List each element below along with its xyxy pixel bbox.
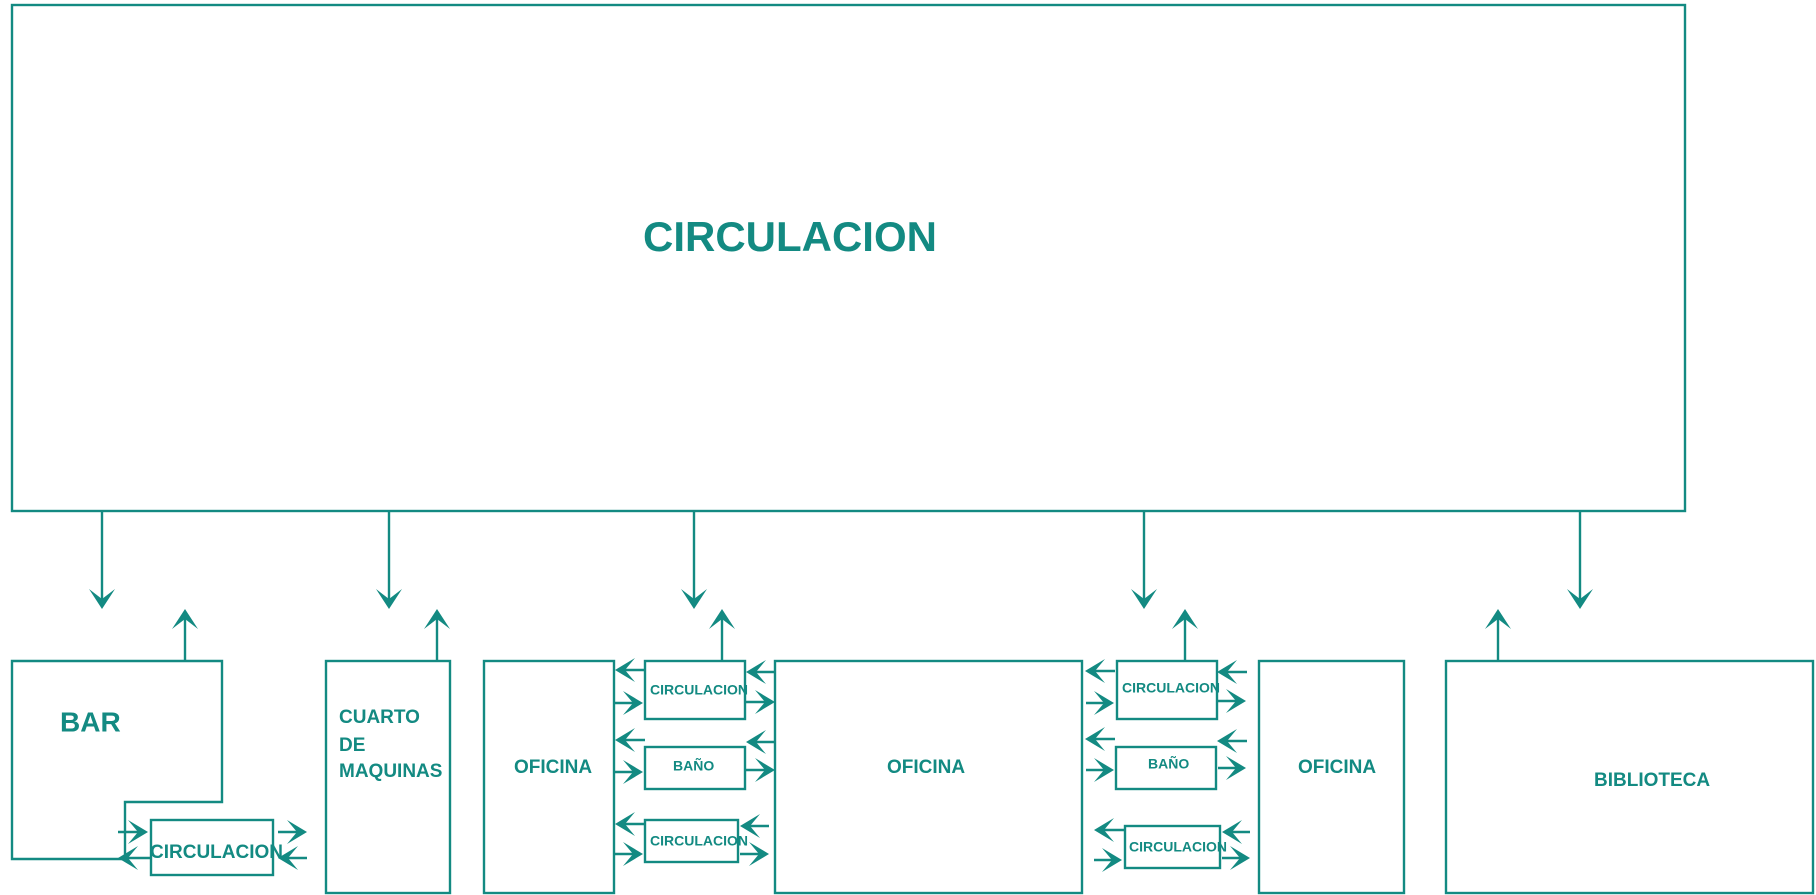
arrow-left-circulation-to-main-head (709, 609, 735, 629)
arrow-bar-circulation-in-head (278, 846, 298, 870)
office-right-room (1257, 659, 1406, 895)
arrow-left-bath-to-center-head (755, 758, 775, 782)
arrow-main-to-machine-room-head (376, 589, 402, 609)
arrow-main-to-right-offices-head (1131, 589, 1157, 609)
arrow-office-left-to-left-top-head (623, 691, 643, 715)
arrow-office-left-to-left-bath-head (623, 760, 643, 784)
library-room (1444, 659, 1815, 895)
arrow-main-to-bar-head (89, 589, 115, 609)
right-circulation-top-box (1115, 659, 1219, 721)
machine-room-label-line-3: MAQUINAS (339, 761, 442, 782)
bar-label: BAR (60, 706, 121, 737)
arrow-office-right-to-right-bottom-head (1222, 820, 1242, 844)
arrow-office-left-to-left-bottom-head (623, 842, 643, 866)
arrow-center-to-right-bath-head (1094, 758, 1114, 782)
arrow-left-bath-to-office-left-head (615, 728, 635, 752)
office-left-label: OFICINA (514, 757, 592, 778)
library-label: BIBLIOTECA (1594, 770, 1710, 791)
right-circulation-bottom-box (1123, 824, 1222, 870)
arrow-center-to-right-bottom-head (1102, 848, 1122, 872)
bar-room (10, 659, 224, 861)
arrow-bar-to-main-head (172, 609, 198, 629)
arrow-library-to-main-head (1485, 609, 1511, 629)
arrow-bar-into-circulation-head (128, 820, 148, 844)
office-center-room (773, 659, 1084, 895)
arrow-main-to-left-offices-head (681, 589, 707, 609)
right-bath-box (1114, 745, 1218, 791)
arrow-right-bath-to-center-head (1085, 727, 1105, 751)
right-circulation-top-label: CIRCULACION (1122, 680, 1220, 696)
arrow-center-to-right-top-head (1094, 691, 1114, 715)
left-circulation-top-box (643, 659, 747, 721)
arrow-right-bath-to-office-right-head (1226, 756, 1246, 780)
left-circulation-bottom-label: CIRCULACION (650, 833, 748, 849)
main-circulation-label: CIRCULACION (643, 213, 937, 260)
left-circulation-bottom-box (643, 818, 740, 864)
arrow-right-top-to-center-head (1085, 659, 1105, 683)
arrow-center-to-left-bottom-head (740, 814, 760, 838)
office-right-label: OFICINA (1298, 757, 1376, 778)
arrow-office-right-to-right-top-head (1217, 660, 1237, 684)
arrow-right-circulation-to-main-head (1172, 609, 1198, 629)
arrow-left-top-to-center-head (755, 690, 775, 714)
machine-room (324, 659, 452, 895)
arrow-layer (89, 512, 1593, 872)
arrow-right-bottom-to-office-right-head (1230, 846, 1250, 870)
arrow-office-right-to-right-bath-head (1217, 729, 1237, 753)
office-center-label: OFICINA (887, 757, 965, 778)
arrow-center-to-left-top-head (746, 660, 766, 684)
office-left-room (482, 659, 616, 895)
bar-circulation-box (149, 818, 275, 877)
arrow-bar-circulation-out-head (287, 820, 307, 844)
machine-room-label-line-1: CUARTO (339, 707, 420, 728)
left-bath-box (643, 745, 747, 791)
arrow-main-to-library-head (1567, 589, 1593, 609)
machine-room-label-line-2: DE (339, 735, 365, 756)
bar-circulation-label: CIRCULACION (150, 842, 283, 863)
arrow-center-to-left-bath-head (746, 730, 766, 754)
left-bath-label: BAÑO (673, 757, 714, 774)
arrow-left-bottom-to-center-head (749, 842, 769, 866)
right-bath-label: BAÑO (1148, 755, 1189, 772)
arrow-right-bottom-to-center-head (1094, 818, 1114, 842)
left-circulation-top-label: CIRCULACION (650, 682, 748, 698)
arrow-right-top-to-office-right-head (1226, 689, 1246, 713)
main-circulation-area (10, 3, 1687, 513)
arrow-left-top-to-office-left-head (615, 658, 635, 682)
arrow-circulation-to-bar-head (118, 846, 138, 870)
right-circulation-bottom-label: CIRCULACION (1129, 839, 1227, 855)
arrow-left-bottom-to-office-left-head (615, 812, 635, 836)
arrow-machine-room-to-main-head (424, 609, 450, 629)
